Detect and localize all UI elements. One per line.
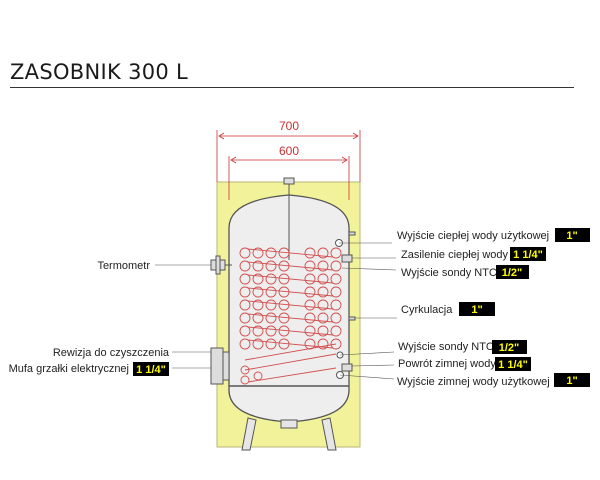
coil-turn — [252, 312, 264, 324]
coil-turn — [265, 325, 277, 337]
coil-segment — [247, 248, 334, 258]
coil-segment — [247, 274, 334, 284]
coil — [239, 247, 342, 385]
inspection-flange — [210, 347, 230, 385]
badge-zasilenie-cieplej-text: 1 1/4" — [513, 249, 543, 261]
badge-sonda-ntc-bottom-text: 1/2" — [499, 342, 520, 354]
label-termometr: Termometr — [97, 260, 150, 272]
coil-turn — [330, 299, 342, 311]
label-zasilenie-cieplej: Zasilenie ciepłej wody — [401, 249, 508, 261]
coil-return — [244, 353, 337, 371]
label-wyjscie-zimnej: Wyjście zimnej wody użytkowej — [397, 376, 550, 388]
coil-return — [244, 343, 337, 361]
coil-turn — [239, 312, 251, 324]
coil-turn — [317, 273, 329, 285]
coil-turn — [330, 325, 342, 337]
coil-turn — [304, 286, 316, 298]
coil-turn — [239, 260, 251, 272]
top-fitting — [283, 177, 295, 185]
coil-turn — [239, 325, 251, 337]
coil-turn — [304, 325, 316, 337]
coil-segment — [247, 300, 334, 310]
label-powrot-zimnej: Powrót zimnej wody — [398, 358, 496, 370]
label-sonda-ntc-bottom: Wyjście sondy NTC — [398, 341, 494, 353]
coil-turn — [330, 312, 342, 324]
label-sonda-ntc-top: Wyjście sondy NTC — [401, 267, 497, 279]
coil-turn — [252, 260, 264, 272]
coil-turn — [317, 325, 329, 337]
coil-turn — [304, 260, 316, 272]
coil-turn — [330, 260, 342, 272]
dimension-inner: 600 — [279, 144, 299, 158]
coil-turn — [252, 299, 264, 311]
coil-turn — [265, 338, 277, 350]
coil-turn — [317, 260, 329, 272]
coil-turn — [252, 325, 264, 337]
badge-sonda-ntc-top: 1/2" — [496, 265, 529, 279]
coil-turn — [304, 273, 316, 285]
label-mufa: Mufa grzałki elektrycznej — [9, 363, 129, 375]
coil-turn — [330, 273, 342, 285]
page-title: ZASOBNIK 300 L — [10, 60, 189, 84]
coil-turn — [317, 299, 329, 311]
coil-turn — [265, 299, 277, 311]
badge-wyjscie-zimnej: 1" — [554, 373, 590, 387]
coil-turn — [317, 312, 329, 324]
coil-segment — [247, 261, 334, 271]
coil-segment — [247, 287, 334, 297]
coil-turn — [239, 286, 251, 298]
badge-mufa: 1 1/4" — [133, 362, 169, 376]
coil-turn — [252, 247, 264, 259]
coil-turn — [330, 286, 342, 298]
coil-return — [247, 367, 337, 383]
coil-segment — [247, 326, 334, 336]
label-wyjscie-cieplej: Wyjście ciepłej wody użytkowej — [397, 230, 549, 242]
label-rewizja: Rewizja do czyszczenia — [53, 347, 170, 359]
dimension-outer: 700 — [279, 119, 299, 133]
leader-lines — [155, 242, 397, 380]
coil-turn — [252, 273, 264, 285]
badge-sonda-ntc-top-text: 1/2" — [502, 267, 523, 279]
coil-turn — [304, 247, 316, 259]
badge-cyrkulacja: 1" — [459, 302, 495, 316]
tank-shell — [228, 194, 350, 423]
coil-turn — [304, 299, 316, 311]
coil-turn — [240, 365, 250, 375]
badge-cyrkulacja-text: 1" — [471, 304, 482, 316]
coil-turn — [317, 286, 329, 298]
coil-turn — [252, 338, 264, 350]
coil-turn — [239, 247, 251, 259]
badge-wyjscie-zimnej-text: 1" — [566, 375, 577, 387]
coil-turn — [330, 247, 342, 259]
dimension-lines — [216, 130, 361, 200]
coil-segment — [247, 313, 334, 323]
coil-turn — [239, 299, 251, 311]
coil-turn — [240, 375, 250, 385]
coil-turn — [252, 286, 264, 298]
coil-turn — [265, 247, 277, 259]
tank-legs — [241, 417, 337, 451]
coil-turn — [265, 273, 277, 285]
coil-turn — [265, 260, 277, 272]
badge-powrot-zimnej: 1 1/4" — [495, 357, 531, 371]
coil-turn — [253, 371, 263, 381]
label-cyrkulacja: Cyrkulacja — [401, 304, 453, 316]
coil-turn — [239, 338, 251, 350]
badge-mufa-text: 1 1/4" — [136, 364, 166, 376]
coil-turn — [317, 338, 329, 350]
badge-wyjscie-cieplej-text: 1" — [566, 230, 577, 242]
badge-wyjscie-cieplej: 1" — [555, 228, 590, 242]
coil-turn — [317, 247, 329, 259]
badge-powrot-zimnej-text: 1 1/4" — [498, 359, 528, 371]
coil-turn — [265, 286, 277, 298]
coil-turn — [239, 273, 251, 285]
badge-zasilenie-cieplej: 1 1/4" — [510, 247, 546, 261]
badge-sonda-ntc-bottom: 1/2" — [492, 340, 527, 354]
title-rule — [10, 87, 574, 88]
coil-turn — [330, 338, 342, 350]
coil-turn — [265, 312, 277, 324]
coil-turn — [304, 312, 316, 324]
